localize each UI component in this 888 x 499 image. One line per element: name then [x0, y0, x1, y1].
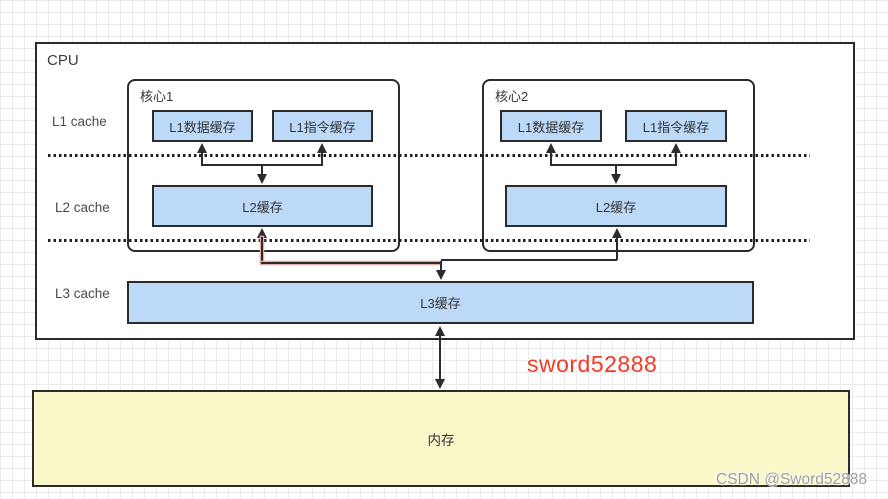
memory-box: 内存	[32, 390, 850, 487]
l3-memory-line	[439, 335, 442, 380]
core2-title: 核心2	[495, 89, 529, 104]
csdn-watermark-text: CSDN @Sword52888	[716, 471, 867, 488]
arrow-into-l3	[436, 270, 446, 280]
arrow-into-core1-l1-data	[197, 143, 207, 153]
core2-l1-instr-cache: L1指令缓存	[625, 110, 727, 142]
core1-l1-data-cache: L1数据缓存	[152, 110, 253, 142]
core2-l2-cache: L2缓存	[505, 185, 727, 227]
connector-line	[440, 261, 443, 271]
core1-l2-l3-line	[261, 237, 264, 263]
core1-l1-instr-cache: L1指令缓存	[272, 110, 373, 142]
arrow-into-core2-l2	[611, 174, 621, 184]
core1-l2-cache: L2缓存	[152, 185, 373, 227]
core2-l2-l3-line	[441, 259, 617, 262]
connector-line	[201, 152, 204, 166]
connector-line	[550, 152, 553, 166]
l1-l2-dotted-divider	[48, 154, 810, 157]
l1-cache-level-label: L1 cache	[52, 114, 107, 129]
arrow-into-memory	[435, 379, 445, 389]
arrow-into-core2-l1-data	[546, 143, 556, 153]
connector-line	[321, 152, 324, 166]
connector-line	[675, 152, 678, 166]
arrow-into-core2-l1-instr	[671, 143, 681, 153]
arrow-into-core1-l2	[257, 174, 267, 184]
core2-l1-data-cache: L1数据缓存	[500, 110, 602, 142]
l3-cache-box: L3缓存	[127, 281, 754, 324]
l3-cache-level-label: L3 cache	[55, 286, 110, 301]
connector-line	[615, 164, 618, 175]
arrow-into-core2-l2-bottom	[612, 228, 622, 238]
l2-cache-level-label: L2 cache	[55, 200, 110, 215]
arrow-to-l3-from-memory	[435, 326, 445, 336]
cpu-label: CPU	[47, 52, 79, 69]
arrow-into-core1-l2-bottom	[257, 228, 267, 238]
connector-line	[261, 164, 264, 175]
connector-line	[550, 164, 676, 167]
core1-l2-l3-line	[261, 262, 441, 265]
arrow-into-core1-l1-instr	[317, 143, 327, 153]
l2-l3-dotted-divider	[48, 239, 810, 242]
core2-l2-l3-line	[616, 237, 619, 260]
red-watermark-text: sword52888	[527, 351, 658, 377]
core1-title: 核心1	[140, 89, 174, 104]
